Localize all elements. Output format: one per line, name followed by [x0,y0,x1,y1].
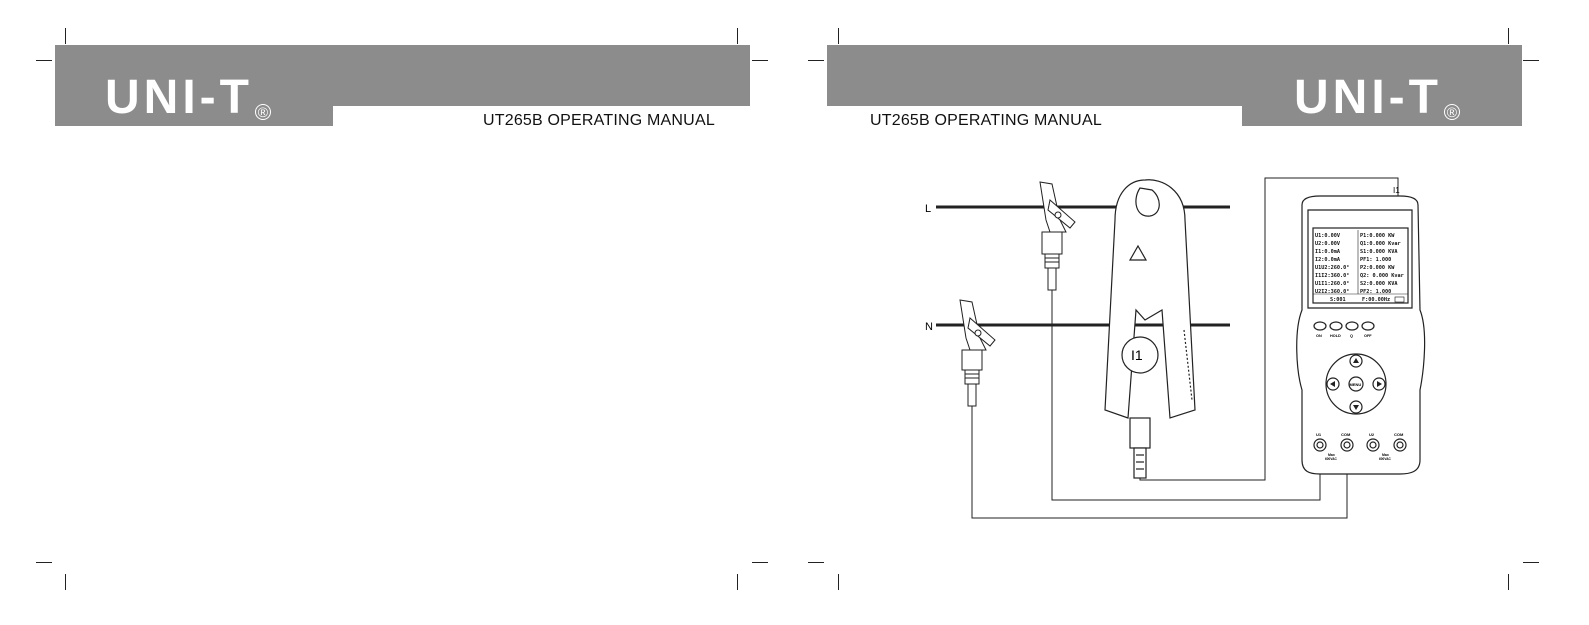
terminal-rating-value: 600VAC [1325,457,1338,461]
brand-logo-text: UNI-T [105,71,253,124]
lcd-left-line: U2I2:360.0° [1315,289,1349,295]
power-meter-icon [1296,195,1426,475]
wiring-diagram: L N [900,160,1550,540]
lcd-left-line: U1U2:260.0° [1315,265,1349,271]
brand-logo: UNI-T® [105,74,271,122]
page-title: UT265B OPERATING MANUAL [870,112,1102,129]
crop-mark [1508,574,1509,590]
crop-mark [752,60,768,61]
terminal-label: U2 [1369,432,1375,437]
crop-mark [1523,60,1539,61]
terminal-label: COM [1394,432,1404,437]
lcd-right-line: PF2: 1.000 [1360,289,1391,295]
lcd-left-line: I1I2:360.0° [1315,273,1349,279]
lcd-left-line: I2:0.0mA [1315,257,1341,263]
line-label-l: L [925,203,931,215]
button-label: Q [1350,334,1353,338]
crop-mark [36,562,52,563]
button-label: HOLD [1330,334,1341,338]
crop-mark [838,574,839,590]
crop-mark [808,562,824,563]
battery-icon [1394,296,1405,303]
crop-mark [36,60,52,61]
lcd-right-line: Q2: 0.000 Kvar [1360,273,1404,279]
header-band [827,45,1522,106]
lcd-right-line: P1:0.000 KW [1360,233,1395,239]
wire-u1 [1051,290,1321,501]
lcd-right-line: S1:0.000 KVA [1360,249,1398,255]
crop-mark [838,28,839,44]
wire-com [971,406,1348,519]
crop-mark [1508,28,1509,44]
wiring-diagram-svg: L N [925,177,1426,519]
crop-mark [65,28,66,44]
crop-mark [752,562,768,563]
lcd-right-line: P2:0.000 KW [1360,265,1395,271]
clamp-label: I1 [1131,347,1143,363]
crop-mark [737,574,738,590]
terminal-rating-value: 600VAC [1379,457,1392,461]
lcd-right-line: PF1: 1.000 [1360,257,1391,263]
wire-i1 [1139,177,1399,481]
lcd-left-line: U1:0.00V [1315,233,1340,239]
right-page: UNI-T® UT265B OPERATING MANUAL [794,0,1589,625]
brand-logo: UNI-T® [1294,74,1460,122]
lcd-status-right: F:00.00Hz [1362,297,1390,303]
brand-logo-text: UNI-T [1294,71,1442,124]
header-band [55,45,750,106]
lcd-status-left: S:001 [1330,297,1346,303]
terminal-rating: Max [1382,453,1389,457]
nav-center-label: MENU [1350,382,1362,387]
crop-mark [808,60,824,61]
line-label-n: N [925,321,933,333]
alligator-clip-n-icon [959,299,996,407]
terminal-label: COM [1341,432,1351,437]
crop-mark [65,574,66,590]
current-clamp-icon [1104,179,1196,479]
lcd-right-line: S2:0.000 KVA [1360,281,1398,287]
alligator-clip-l-icon [1039,181,1076,291]
terminal-label: U1 [1316,432,1322,437]
left-page: UNI-T® UT265B OPERATING MANUAL [0,0,794,625]
button-label: ON [1316,334,1322,338]
registered-mark-icon: ® [254,104,271,120]
nav-arrows-icon [1330,358,1382,410]
button-label: OFF [1364,334,1372,338]
lcd-readout: U1:0.00V U2:0.00V I1:0.0mA I2:0.0mA U1U2… [1315,233,1405,303]
lcd-left-line: U1I1:260.0° [1315,281,1349,287]
lcd-left-line: I1:0.0mA [1315,249,1341,255]
lcd-right-line: Q1:0.000 Kvar [1360,241,1401,247]
registered-mark-icon: ® [1443,104,1460,120]
crop-mark [737,28,738,44]
lead-label-i1: I1 [1393,186,1400,195]
lcd-left-line: U2:0.00V [1315,241,1340,247]
crop-mark [1523,562,1539,563]
page-title: UT265B OPERATING MANUAL [483,112,715,129]
terminal-rating: Max [1328,453,1335,457]
